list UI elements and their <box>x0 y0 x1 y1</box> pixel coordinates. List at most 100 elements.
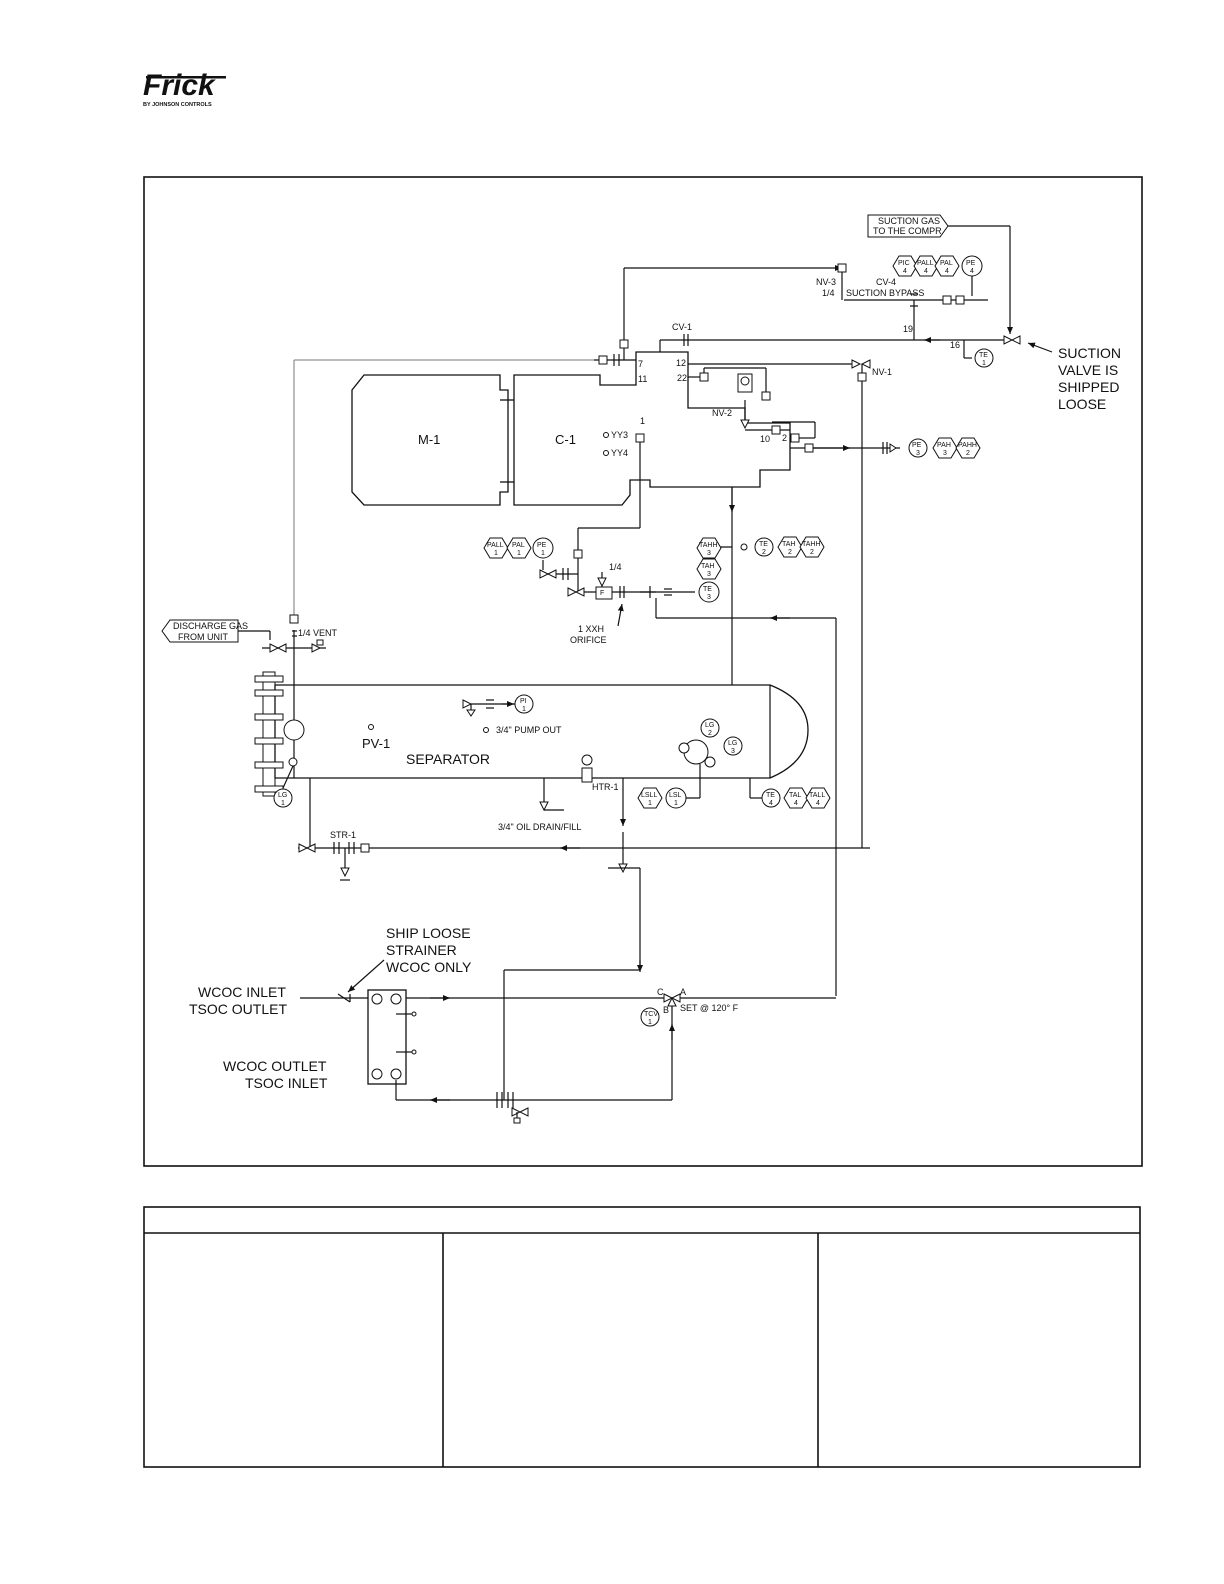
port-2: 2 <box>782 433 787 443</box>
frick-logo: Frick BY JOHNSON CONTROLS <box>143 69 226 108</box>
suction-piping: CV-1 NV-1 <box>594 225 1013 848</box>
separator-pv1: PV-1 SEPARATOR 3/4" PUMP OUT HTR-1 3/4" … <box>254 671 809 860</box>
cooler-inlet-note: WCOC INLET TSOC OUTLET <box>189 984 287 1017</box>
te2-num: 2 <box>762 549 766 556</box>
lsll1-tag: LSLL <box>641 792 657 799</box>
te4-tag: TE <box>766 792 775 799</box>
pal1-tag: PAL <box>512 542 525 549</box>
nv3-label: NV-3 <box>816 277 836 287</box>
lg3-num: 3 <box>731 748 735 755</box>
orifice-label-line1: 1 XXH <box>578 624 604 634</box>
tal4-num: 4 <box>794 800 798 807</box>
instrument-lg3: LG3 <box>723 736 743 756</box>
motor-label: M-1 <box>418 432 440 447</box>
tah3-tag: TAH <box>701 563 714 570</box>
tahh3-num: 3 <box>707 550 711 557</box>
discharge-gas-line1: DISCHARGE GAS <box>173 621 248 631</box>
lg1-num: 1 <box>281 800 285 807</box>
tahh2-num: 2 <box>810 549 814 556</box>
suction-valve-note: SUCTION VALVE IS SHIPPED LOOSE <box>1003 335 1121 412</box>
yy4-label: YY4 <box>611 448 628 458</box>
pi1-num: 1 <box>522 706 526 713</box>
tcv1-num: 1 <box>648 1019 652 1026</box>
pic4-num: 4 <box>903 268 907 275</box>
suction-gas-tag: SUCTION GAS TO THE COMPR <box>867 214 949 238</box>
tcv-port-c: C <box>657 987 664 997</box>
heater-label: HTR-1 <box>592 782 619 792</box>
lg3-tag: LG <box>728 740 737 747</box>
pahh2-num: 2 <box>966 450 970 457</box>
te1-num: 1 <box>982 360 986 367</box>
instrument-pe4: PE4 <box>961 255 983 277</box>
lg2-num: 2 <box>708 730 712 737</box>
instrument-pe3: PE3 <box>908 438 928 458</box>
pe3-num: 3 <box>916 450 920 457</box>
pe4-tag: PE <box>966 260 976 267</box>
tahh2-tag: TAHH <box>802 541 821 548</box>
wcoc-inlet-line2: TSOC OUTLET <box>189 1001 287 1017</box>
pe1-num: 1 <box>541 550 545 557</box>
pall4-num: 4 <box>924 268 928 275</box>
vent-label: 1/4 VENT <box>298 628 338 638</box>
pump-out-label: 3/4" PUMP OUT <box>496 725 562 735</box>
pal1-num: 1 <box>517 550 521 557</box>
wcoc-inlet-line1: WCOC INLET <box>198 984 286 1000</box>
suction-bypass-label: SUCTION BYPASS <box>846 288 924 298</box>
orifice-size: 1/4 <box>609 562 622 572</box>
tah2-num: 2 <box>788 549 792 556</box>
legend-table-frame <box>143 1206 1141 1468</box>
pahh2-tag: PAHH <box>958 442 977 449</box>
pe4-num: 4 <box>970 268 974 275</box>
lg1-tag: LG <box>278 792 287 799</box>
orifice-label-line2: ORIFICE <box>570 635 607 645</box>
port-19: 19 <box>903 324 913 334</box>
tcv-port-b: B <box>663 1005 669 1015</box>
instrument-te2: TE2 <box>754 537 774 557</box>
lg2-tag: LG <box>705 722 714 729</box>
nv3-size: 1/4 <box>822 288 835 298</box>
pic4-tag: PIC <box>898 260 910 267</box>
instrument-pi1: PI1 <box>514 694 534 714</box>
te3-num: 3 <box>707 594 711 601</box>
instrument-lg1: LG1 <box>273 788 293 808</box>
port-16: 16 <box>950 340 960 350</box>
te1-tag: TE <box>979 352 988 359</box>
tah2-tag: TAH <box>782 541 795 548</box>
tah3-num: 3 <box>707 571 711 578</box>
logo-tagline: BY JOHNSON CONTROLS <box>143 102 212 108</box>
te4-num: 4 <box>769 800 773 807</box>
pe3-tag: PE <box>912 442 922 449</box>
pall4-tag: PALL <box>917 260 934 267</box>
pall1-tag: PALL <box>487 542 504 549</box>
tal4-tag: TAL <box>789 792 801 799</box>
nv2-label: NV-2 <box>712 408 732 418</box>
tcv-port-a: A <box>680 987 686 997</box>
separator-flange-bolts <box>254 675 284 793</box>
cv1-label: CV-1 <box>672 322 692 332</box>
te3-tag: TE <box>703 586 712 593</box>
port-22: 22 <box>677 373 687 383</box>
oil-return-piping: STR-1 <box>298 778 870 1100</box>
logo-swoosh <box>146 76 226 79</box>
oil-drain-label: 3/4" OIL DRAIN/FILL <box>498 822 581 832</box>
suction-valve-line2: VALVE IS <box>1058 362 1118 378</box>
logo-wordmark: Frick <box>143 69 216 102</box>
pah3-tag: PAH <box>937 442 951 449</box>
suction-valve-line1: SUCTION <box>1058 345 1121 361</box>
tahh3-tag: TAHH <box>699 542 718 549</box>
tall4-num: 4 <box>816 800 820 807</box>
tcv1-tag: TCV <box>644 1011 658 1018</box>
pe1-tag: PE <box>537 542 547 549</box>
port-7: 7 <box>638 359 643 369</box>
tall4-tag: TALL <box>809 792 825 799</box>
orifice-symbol: F <box>600 590 604 597</box>
